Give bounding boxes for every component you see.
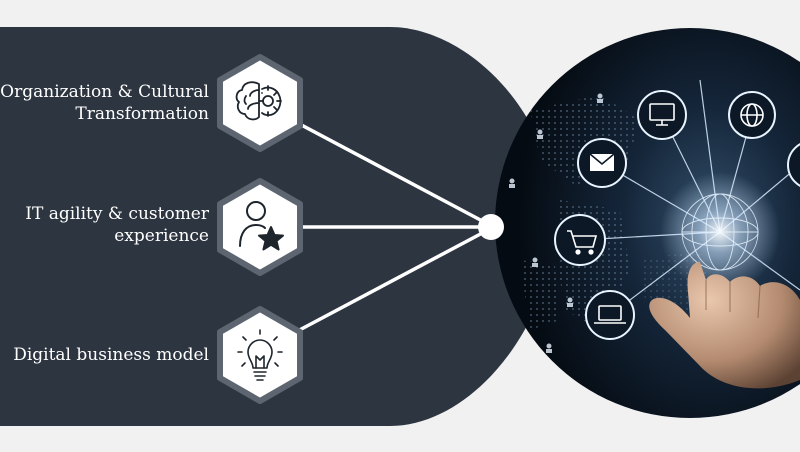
hub-node [478,214,504,240]
network-hand-photo [495,28,800,418]
hexagon-3 [217,306,303,404]
hexagon-2 [217,178,303,276]
lightbulb-icon [237,329,283,381]
label-line: Organization & Cultural [0,82,209,102]
label-it-agility: IT agility & customer experience [25,203,209,247]
hand-shape [649,262,800,389]
label-digital-business-model: Digital business model [13,344,209,366]
label-line: experience [114,226,209,246]
label-line: IT agility & customer [25,204,209,224]
connectors [290,118,490,336]
label-line: Transformation [75,104,209,124]
connector-line-1 [290,118,490,226]
user-star-icon [239,201,284,251]
label-line: Digital business model [13,345,209,365]
label-organization-cultural: Organization & Cultural Transformation [0,81,209,125]
connector-line-3 [290,228,490,336]
hexagon-1 [217,54,303,152]
brain-gear-icon [235,81,282,121]
